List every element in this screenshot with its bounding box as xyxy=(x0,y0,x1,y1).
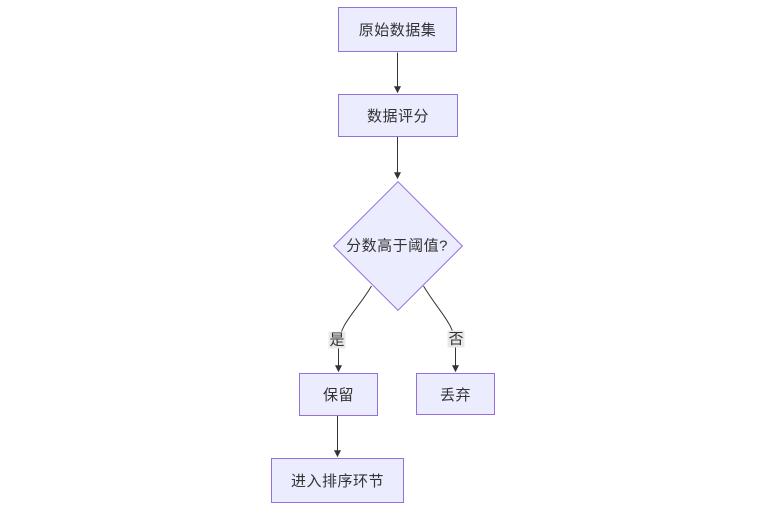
edge-label-yes: 是 xyxy=(328,331,346,349)
node-sorting-stage-label: 进入排序环节 xyxy=(290,473,384,490)
node-keep: 保留 xyxy=(299,373,378,416)
edge-threshold-to-discard xyxy=(423,285,459,373)
node-raw-dataset: 原始数据集 xyxy=(338,7,457,52)
node-keep-label: 保留 xyxy=(322,387,354,404)
node-threshold-decision-label: 分数高于阈值? xyxy=(346,237,448,255)
node-discard-label: 丢弃 xyxy=(439,386,471,404)
node-data-scoring-label: 数据评分 xyxy=(366,108,429,125)
edge-threshold-to-keep xyxy=(335,285,372,373)
node-discard: 丢弃 xyxy=(416,373,495,415)
node-raw-dataset-label: 原始数据集 xyxy=(358,22,437,39)
node-sorting-stage: 进入排序环节 xyxy=(271,458,404,503)
node-data-scoring: 数据评分 xyxy=(338,94,458,137)
edge-label-no: 否 xyxy=(447,330,465,348)
